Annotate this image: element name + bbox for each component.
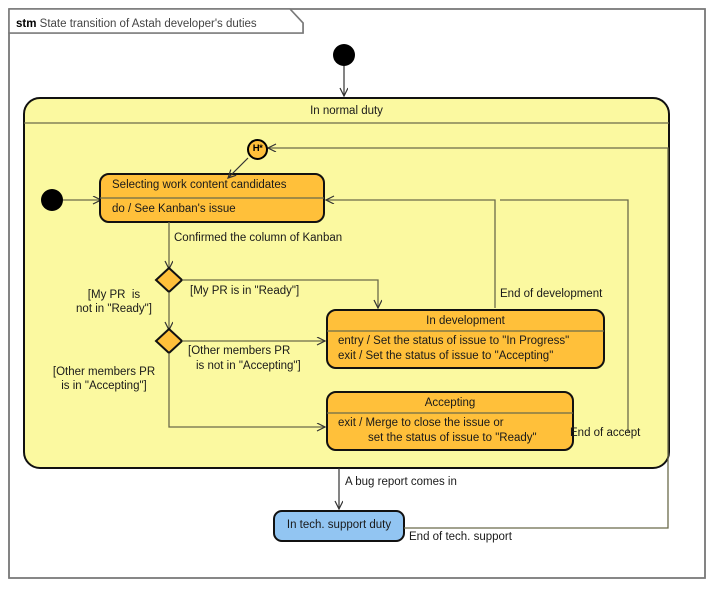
state-accepting-exit-line2: set the status of issue to "Ready" [368, 432, 537, 444]
transition-label-pr-ready: [My PR is in "Ready"] [190, 285, 300, 297]
state-in-normal-duty-title: In normal duty [310, 105, 383, 117]
frame-kind-label: stm [16, 18, 37, 30]
transition-label-other-is-accepting-line1: [Other members PR [52, 366, 156, 378]
state-accepting-exit-line1: exit / Merge to close the issue or [338, 417, 504, 429]
frame-title: stm State transition of Astah developer'… [16, 18, 257, 30]
state-tech-support-title: In tech. support duty [286, 519, 392, 531]
transition-label-other-is-accepting-line2: is in "Accepting"] [61, 380, 147, 392]
transition-label-bug-report: A bug report comes in [345, 476, 457, 488]
state-selecting-title: Selecting work content candidates [112, 179, 287, 191]
state-in-development-exit: exit / Set the status of issue to "Accep… [338, 350, 554, 362]
frame-title-text: State transition of Astah developer's du… [39, 18, 257, 30]
transition-label-end-of-accept: End of accept [570, 427, 641, 439]
state-in-development-entry: entry / Set the status of issue to "In P… [338, 335, 570, 347]
transition-label-end-of-development: End of development [500, 288, 603, 300]
transition-label-pr-not-ready-line1: [My PR is [87, 289, 141, 301]
transition-label-other-not-accepting-line1: [Other members PR [188, 345, 291, 357]
state-selecting-body: do / See Kanban's issue [112, 203, 236, 215]
transition-label-end-of-tech-support: End of tech. support [409, 531, 512, 543]
transition-label-confirmed-column: Confirmed the column of Kanban [174, 232, 343, 244]
state-in-development-title: In development [426, 315, 505, 327]
transition-label-pr-not-ready-line2: not in "Ready"] [76, 303, 152, 315]
state-accepting-title: Accepting [424, 397, 476, 409]
deep-history-pseudostate[interactable]: H* [247, 139, 268, 160]
transition-label-other-not-accepting-line2: is not in "Accepting"] [196, 360, 301, 372]
